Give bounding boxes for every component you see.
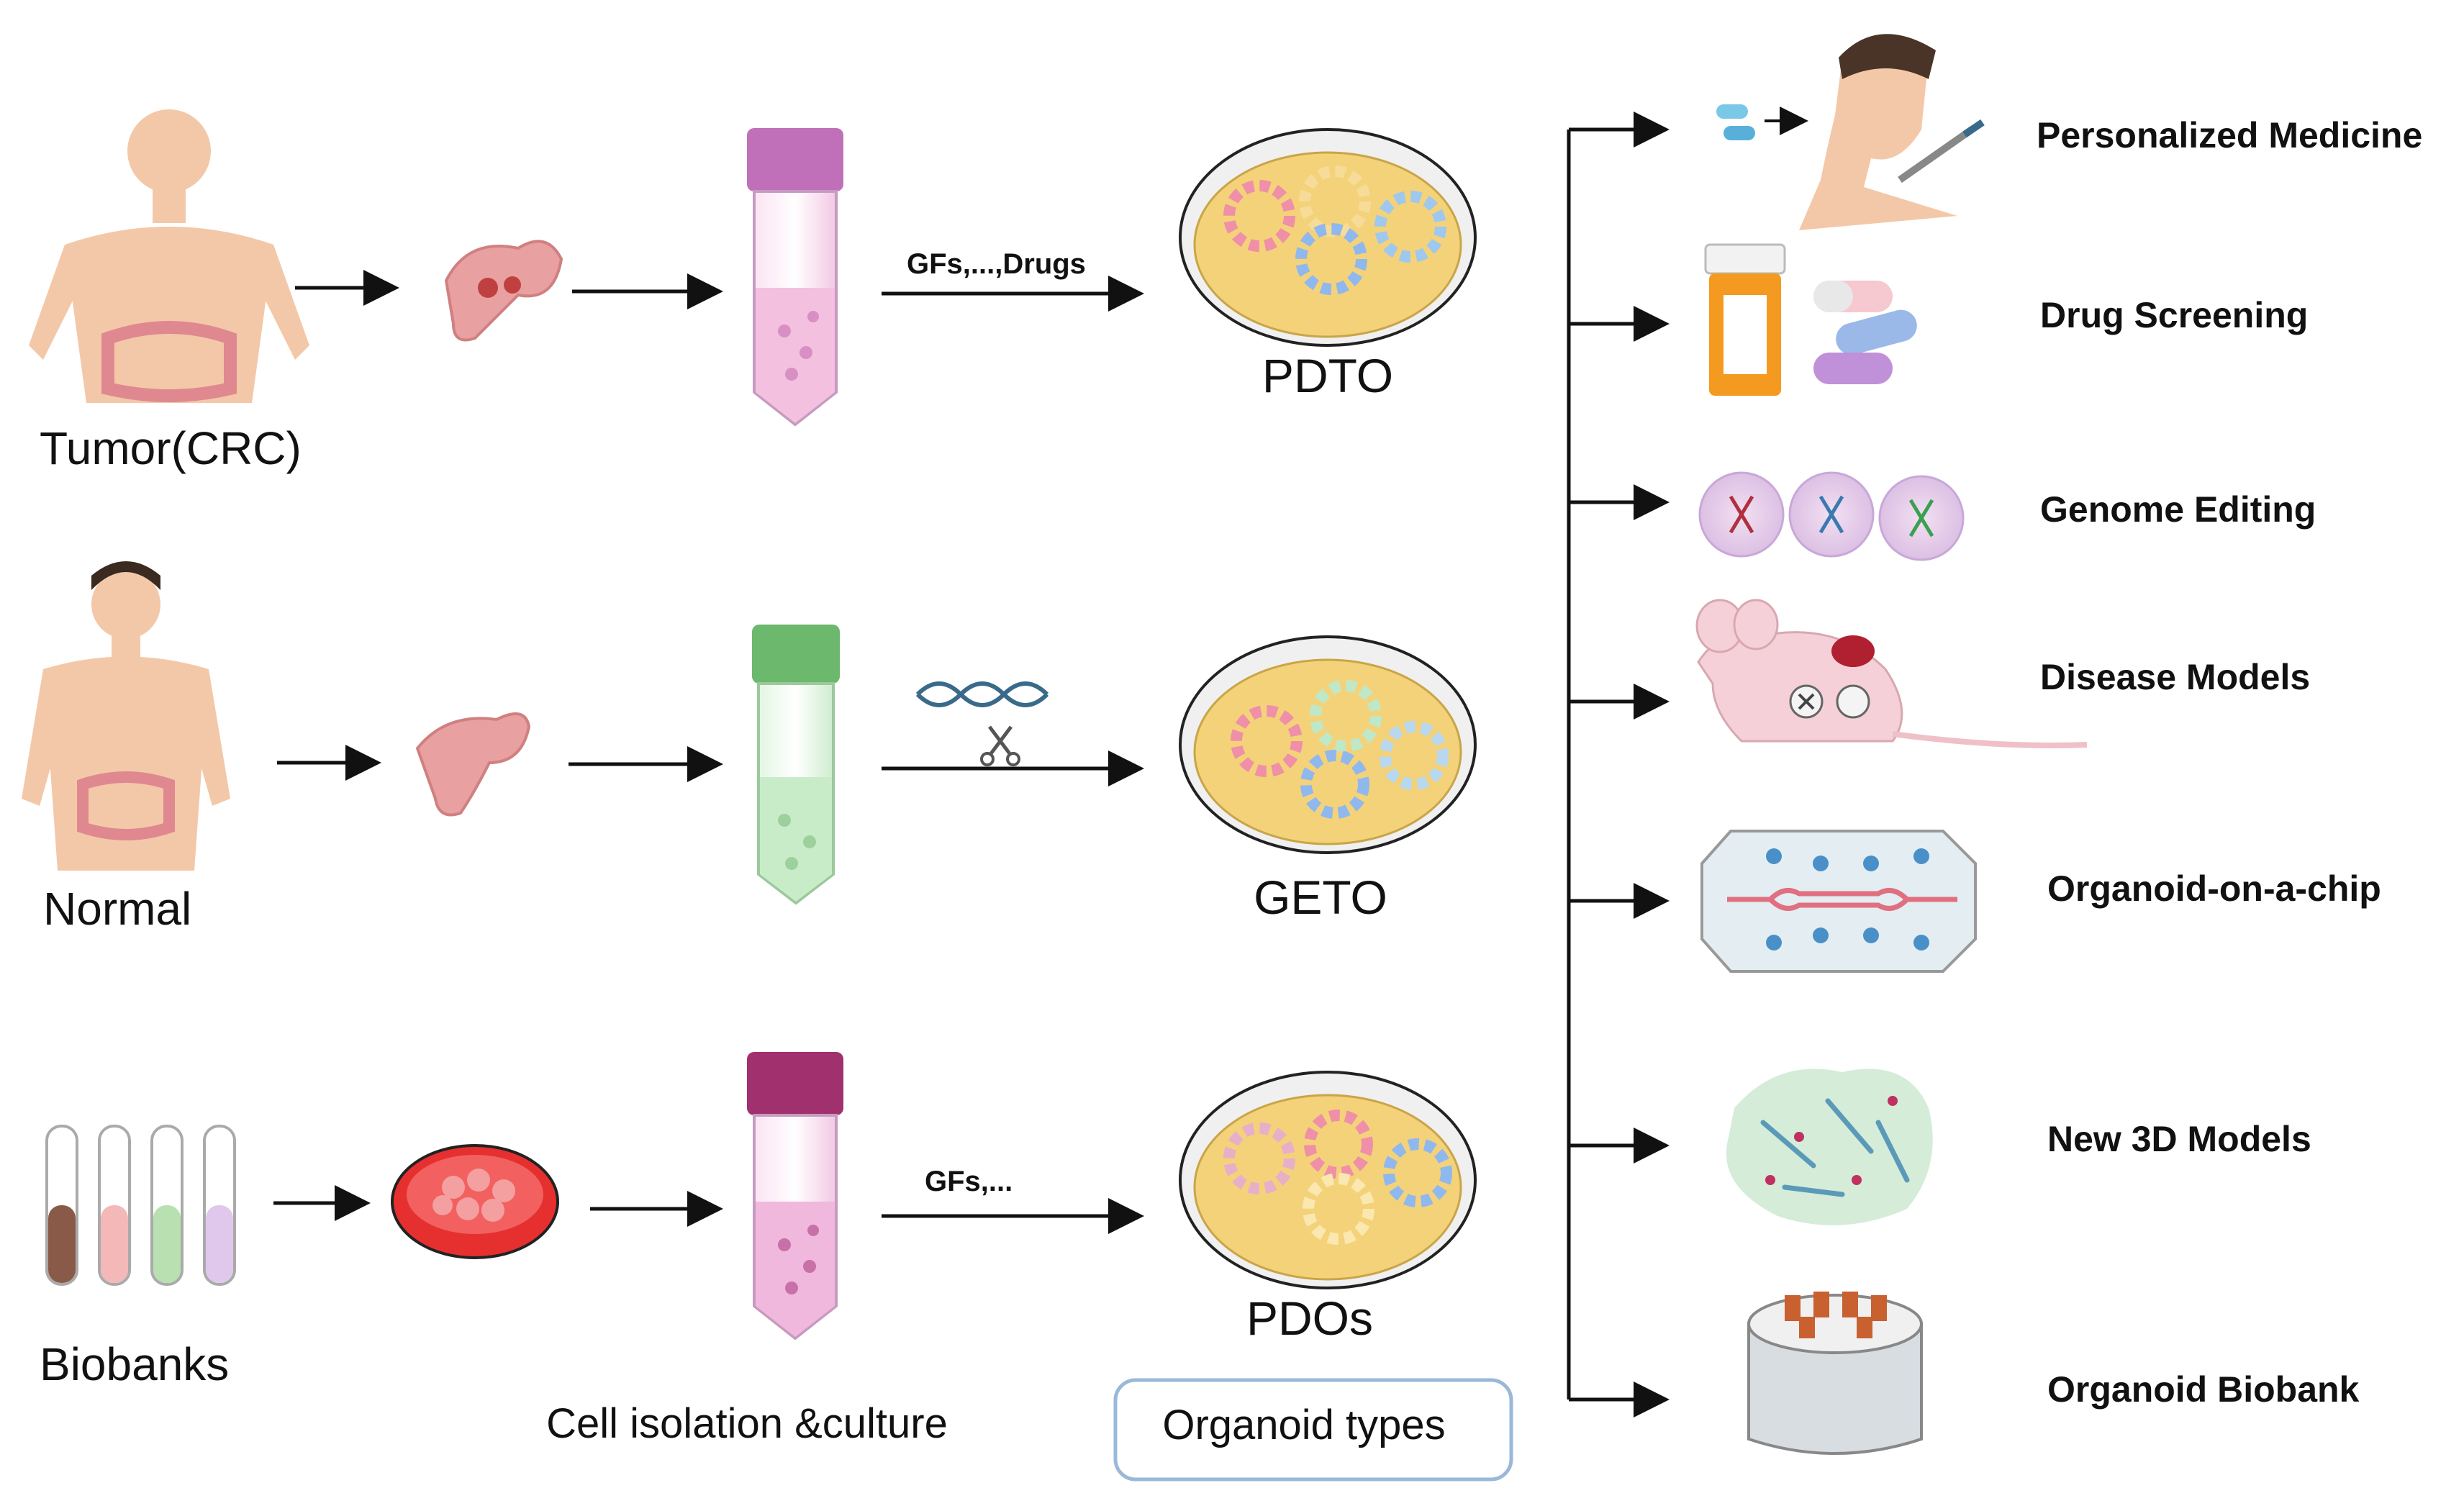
source-label-biobanks: Biobanks: [40, 1338, 229, 1390]
biobank-container-icon: [1747, 1292, 1923, 1455]
application-branch-connector: [1567, 112, 1670, 1417]
mouse-icon: [1695, 599, 2088, 748]
tumor-body-icon: [29, 109, 309, 403]
centrifuge-tube-magenta-icon: [747, 1052, 843, 1340]
application-label-disease-models: Disease Models: [2040, 657, 2310, 697]
petri-dish-pdto-icon: [1179, 128, 1477, 347]
crispr-cells-icon: [1698, 471, 1965, 561]
application-label-personalized-medicine: Personalized Medicine: [2037, 115, 2422, 155]
pill-bottle-icon: [1704, 243, 1917, 396]
matrix-3d-icon: [1726, 1069, 1933, 1225]
application-label-genome-editing: Genome Editing: [2040, 489, 2316, 530]
caption-organoid-types: Organoid types: [1162, 1402, 1445, 1448]
application-label-new-3d-models: New 3D Models: [2047, 1119, 2311, 1159]
source-label-normal: Normal: [43, 883, 191, 935]
normal-body-icon: [22, 561, 230, 871]
tumor-colon-tissue-icon: [444, 240, 563, 342]
dna-scissors-icon: [915, 681, 1049, 766]
organoid-type-pdos: PDOs: [1246, 1292, 1373, 1345]
organoid-type-geto: GETO: [1254, 871, 1387, 924]
source-label-tumor: Tumor(CRC): [40, 422, 302, 474]
application-label-drug-screening: Drug Screening: [2040, 295, 2308, 335]
petri-dish-pdos-icon: [1179, 1071, 1477, 1289]
application-label-organoid-on-a-chip: Organoid-on-a-chip: [2047, 868, 2381, 909]
organoid-type-pdto: PDTO: [1262, 349, 1393, 402]
patient-medicine-icon: [1716, 34, 1985, 230]
caption-cell-isolation: Cell isolation &culture: [546, 1400, 948, 1447]
normal-colon-tissue-icon: [415, 712, 531, 817]
petri-dish-geto-icon: [1179, 635, 1477, 854]
microfluidic-chip-icon: [1700, 830, 1977, 973]
biobank-tubes-icon: [45, 1125, 236, 1286]
arrow-label-row3: GFs,...: [925, 1166, 1013, 1197]
centrifuge-tube-green-icon: [752, 625, 840, 905]
arrow-label-row1: GFs,...,Drugs: [907, 248, 1086, 280]
organoid-types-box: [1113, 1378, 1513, 1482]
application-label-organoid-biobank: Organoid Biobank: [2047, 1369, 2360, 1410]
centrifuge-tube-pink-icon: [747, 128, 843, 427]
red-culture-dish-icon: [391, 1144, 559, 1259]
